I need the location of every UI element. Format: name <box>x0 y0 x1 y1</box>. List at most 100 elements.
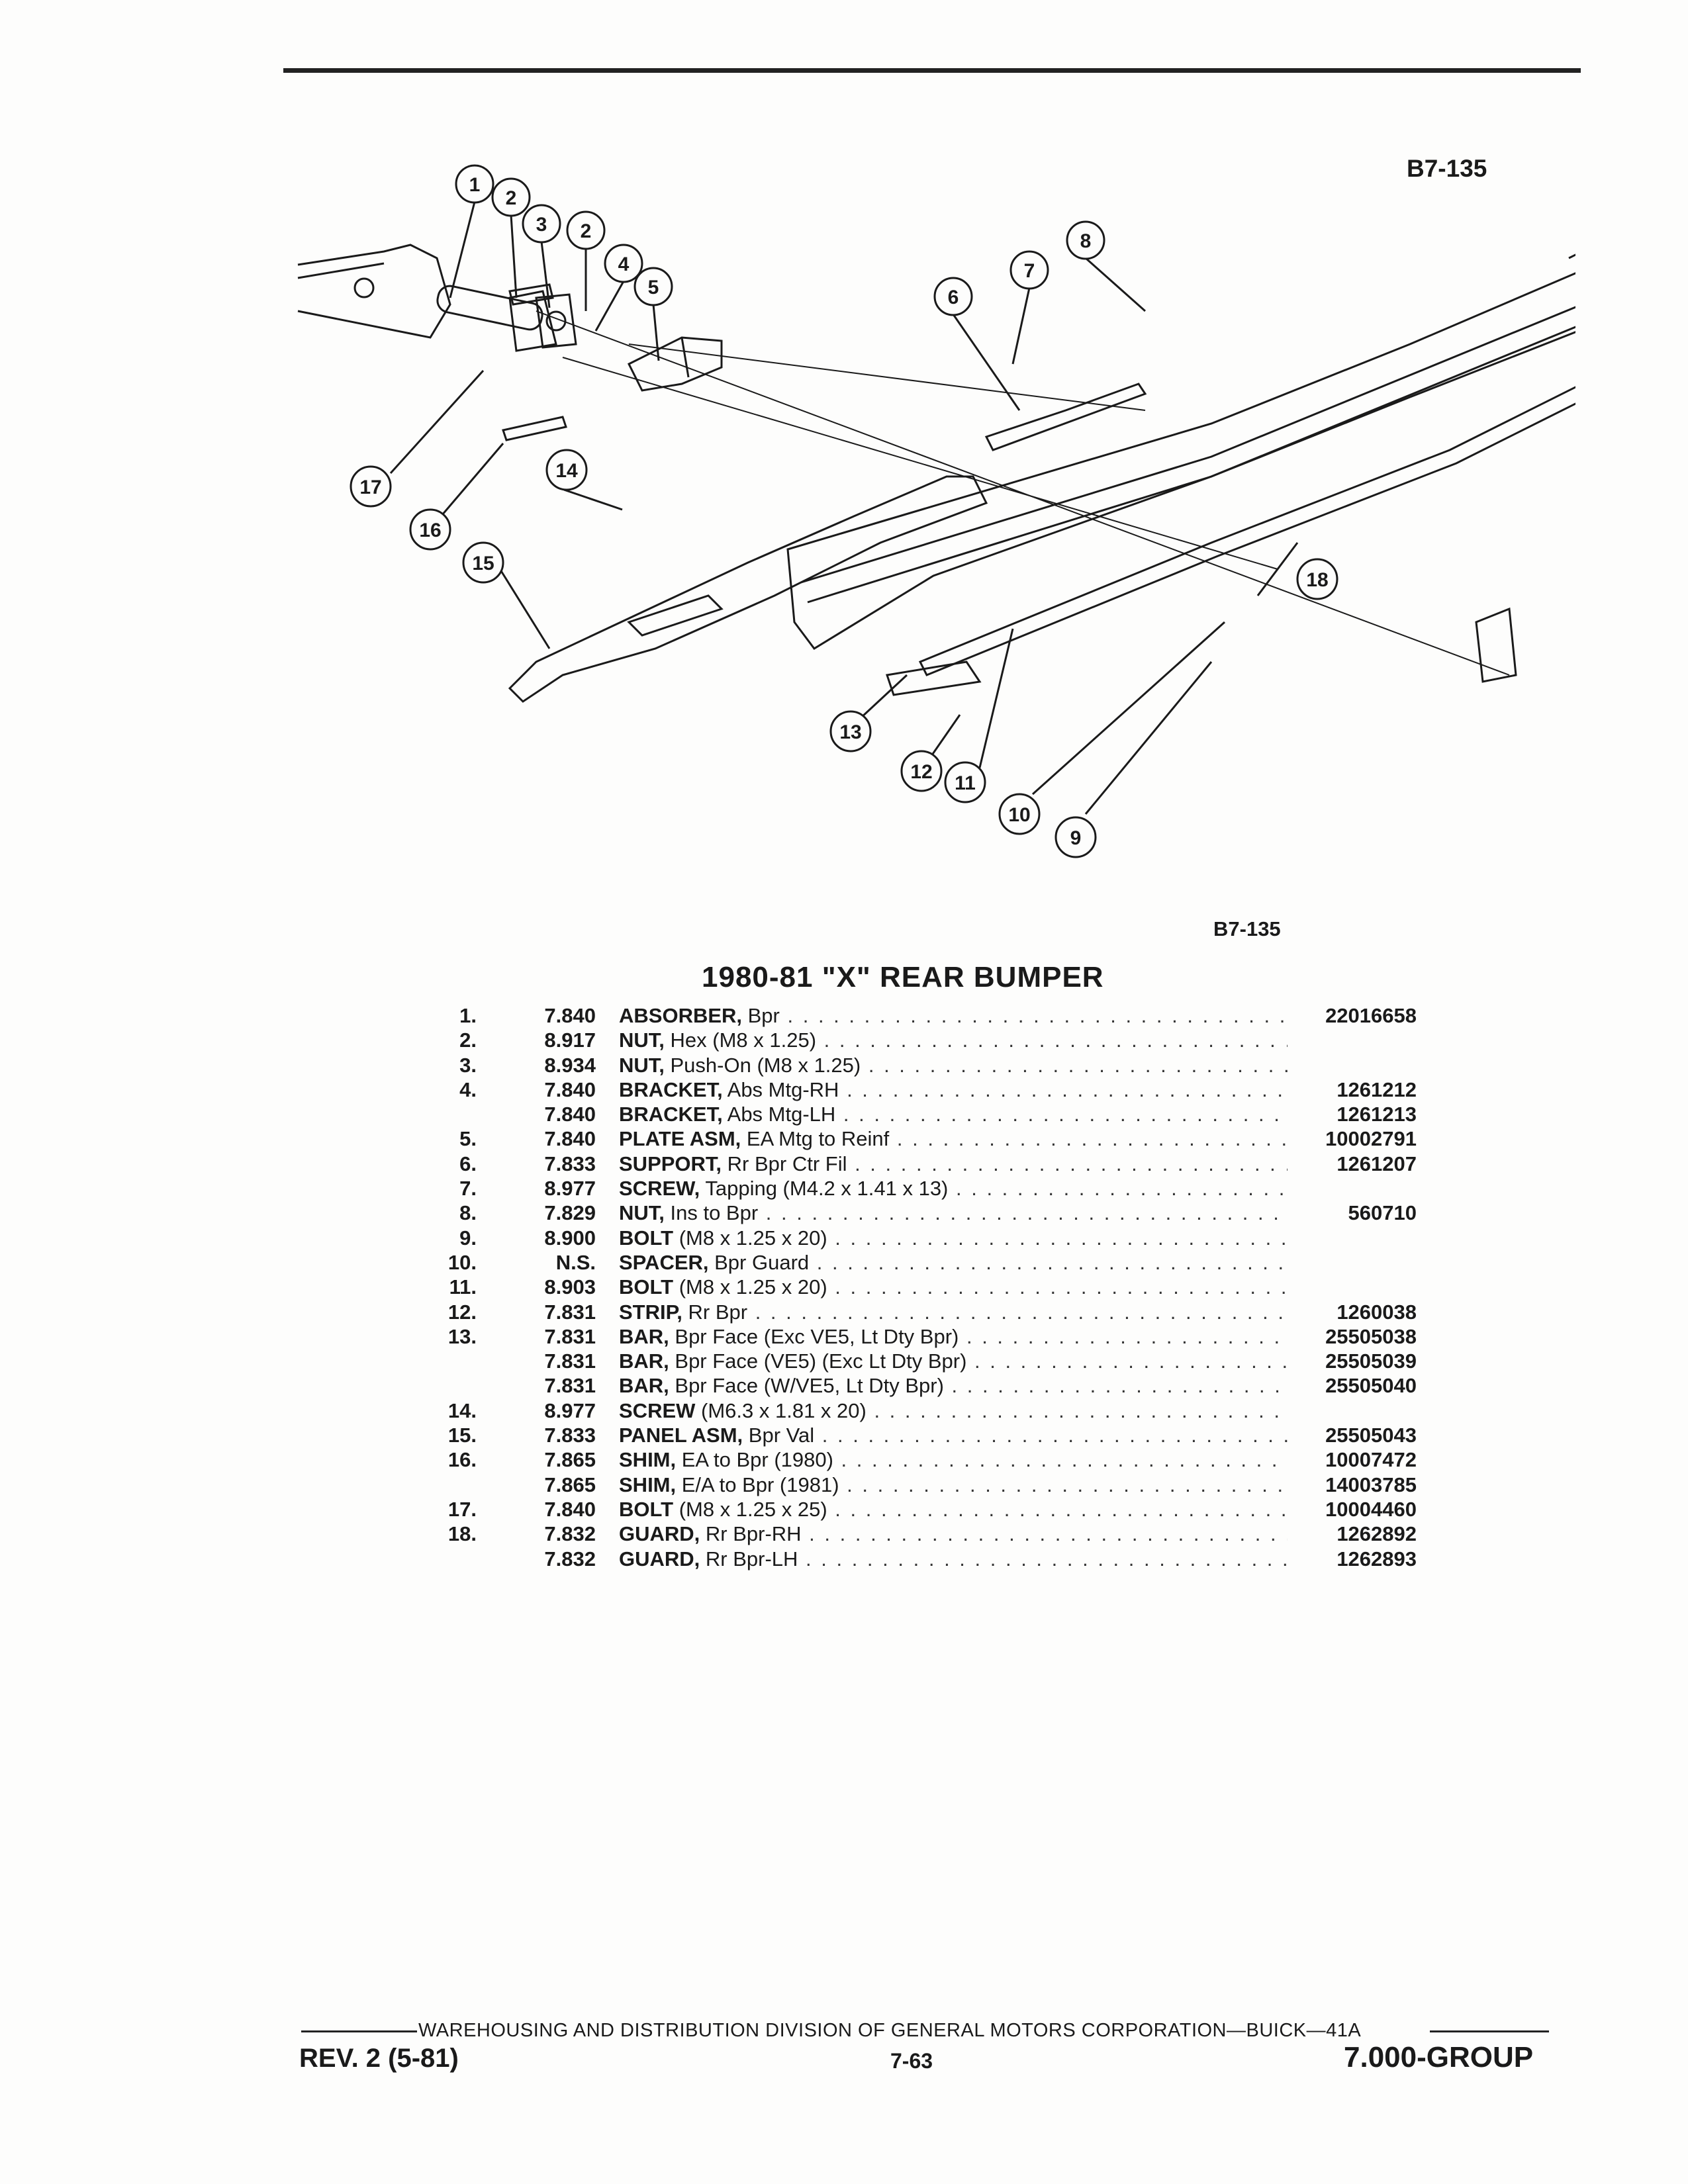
callout-16: 16 <box>409 508 451 551</box>
top-rule <box>283 68 1581 73</box>
group-code: 7.865 <box>544 1473 596 1496</box>
part-description: GUARD, Rr Bpr-RH . . . . . . . . . . . .… <box>619 1522 1288 1546</box>
bumper-strip <box>918 386 1575 676</box>
part-number: 560710 <box>1348 1201 1417 1225</box>
group-code: 7.840 <box>544 1103 596 1126</box>
group-code: 8.934 <box>544 1053 596 1077</box>
item-number: 7. <box>459 1177 477 1201</box>
callout-13: 13 <box>829 710 872 752</box>
page-number: 7-63 <box>890 2049 933 2073</box>
leader-dots: . . . . . . . . . . . . . . . . . . . . … <box>806 1547 1288 1570</box>
group-code: N.S. <box>555 1250 596 1274</box>
part-name: BRACKET, <box>619 1077 723 1101</box>
part-name: BOLT <box>619 1497 674 1521</box>
item-number: 12. <box>447 1300 477 1324</box>
item-number: 15. <box>447 1424 477 1447</box>
callout-7: 7 <box>1009 250 1049 290</box>
part-name: SUPPORT, <box>619 1152 722 1175</box>
svg-text:4: 4 <box>618 253 630 275</box>
callout-2a: 2 <box>491 177 531 217</box>
svg-text:16: 16 <box>419 520 441 541</box>
part-description: GUARD, Rr Bpr-LH . . . . . . . . . . . .… <box>619 1547 1288 1571</box>
bumper-guard <box>1475 607 1517 683</box>
leader-dots: . . . . . . . . . . . . . . . . . . . . … <box>835 1275 1288 1299</box>
part-description: SCREW (M6.3 x 1.81 x 20) . . . . . . . .… <box>619 1398 1288 1423</box>
part-description: NUT, Ins to Bpr . . . . . . . . . . . . … <box>619 1201 1288 1225</box>
callout-4: 4 <box>604 244 643 283</box>
item-number: 10. <box>447 1250 477 1274</box>
part-detail: Ins to Bpr <box>664 1201 759 1225</box>
part-detail: Abs Mtg-LH <box>722 1103 836 1126</box>
svg-text:7: 7 <box>1024 260 1035 282</box>
part-number: 25505040 <box>1325 1374 1417 1398</box>
part-detail: Bpr Face (VE5) (Exc Lt Dty Bpr) <box>669 1349 967 1373</box>
part-name: ABSORBER, <box>619 1004 743 1027</box>
leader-dots: . . . . . . . . . . . . . . . . . . . . … <box>816 1250 1288 1274</box>
assembly-centerlines <box>536 310 1510 676</box>
shim-plate <box>502 283 567 441</box>
group-code: 7.831 <box>544 1300 596 1324</box>
part-detail: Bpr Val <box>743 1424 815 1447</box>
part-detail: Bpr Guard <box>708 1250 810 1274</box>
part-description: BRACKET, Abs Mtg-LH . . . . . . . . . . … <box>619 1102 1288 1126</box>
group-code: 8.903 <box>544 1275 596 1299</box>
group-code: 7.831 <box>544 1374 596 1398</box>
leader-dots: . . . . . . . . . . . . . . . . . . . . … <box>835 1497 1288 1521</box>
part-number: 10004460 <box>1325 1497 1417 1521</box>
part-description: PLATE ASM, EA Mtg to Reinf . . . . . . .… <box>619 1126 1288 1151</box>
part-description: NUT, Push-On (M8 x 1.25) . . . . . . . .… <box>619 1053 1288 1077</box>
part-name: BAR, <box>619 1324 669 1348</box>
leader-dots: . . . . . . . . . . . . . . . . . . . . … <box>956 1177 1288 1201</box>
part-name: SHIM, <box>619 1473 677 1496</box>
part-number: 25505043 <box>1325 1424 1417 1447</box>
part-name: BAR, <box>619 1349 669 1373</box>
item-number: 4. <box>459 1077 477 1101</box>
item-number: 1. <box>459 1004 477 1027</box>
part-description: SUPPORT, Rr Bpr Ctr Fil . . . . . . . . … <box>619 1152 1288 1176</box>
svg-text:18: 18 <box>1306 569 1328 591</box>
group-code: 8.917 <box>544 1028 596 1052</box>
part-description: NUT, Hex (M8 x 1.25) . . . . . . . . . .… <box>619 1028 1288 1052</box>
part-number: 1262893 <box>1336 1547 1417 1570</box>
part-detail: Rr Bpr Ctr Fil <box>722 1152 847 1175</box>
callout-17: 17 <box>350 465 392 508</box>
part-description: SCREW, Tapping (M4.2 x 1.41 x 13) . . . … <box>619 1176 1288 1201</box>
leader-dots: . . . . . . . . . . . . . . . . . . . . … <box>823 1028 1288 1052</box>
part-name: GUARD, <box>619 1522 700 1546</box>
part-detail: Bpr <box>742 1004 780 1027</box>
leader-dots: . . . . . . . . . . . . . . . . . . . . … <box>847 1473 1288 1496</box>
part-detail: Bpr Face (Exc VE5, Lt Dty Bpr) <box>669 1324 959 1348</box>
svg-text:11: 11 <box>955 772 976 794</box>
part-name: NUT, <box>619 1201 665 1225</box>
item-number: 8. <box>459 1201 477 1225</box>
part-name: BOLT <box>619 1275 674 1299</box>
item-number: 18. <box>447 1522 477 1546</box>
leader-dots: . . . . . . . . . . . . . . . . . . . . … <box>855 1152 1288 1175</box>
callout-leaders <box>389 201 1299 815</box>
leader-dots: . . . . . . . . . . . . . . . . . . . . … <box>874 1398 1288 1422</box>
part-description: SHIM, EA to Bpr (1980) . . . . . . . . .… <box>619 1447 1288 1472</box>
part-number: 1260038 <box>1336 1300 1417 1324</box>
part-name: SPACER, <box>619 1250 709 1274</box>
part-detail: Abs Mtg-RH <box>722 1077 839 1101</box>
part-name: GUARD, <box>619 1547 700 1570</box>
exploded-parts-diagram: 1 2 3 2 4 5 6 7 8 17 16 14 15 18 13 12 1… <box>285 146 1575 900</box>
leader-dots: . . . . . . . . . . . . . . . . . . . . … <box>974 1349 1288 1373</box>
part-detail: Rr Bpr-LH <box>700 1547 798 1570</box>
callout-1: 1 <box>455 164 494 204</box>
svg-text:2: 2 <box>581 220 592 242</box>
part-detail: Push-On (M8 x 1.25) <box>664 1053 861 1077</box>
svg-text:8: 8 <box>1080 230 1092 252</box>
group-code: 7.840 <box>544 1004 596 1027</box>
svg-text:14: 14 <box>555 460 578 482</box>
bumper-strip-piece <box>886 660 982 696</box>
